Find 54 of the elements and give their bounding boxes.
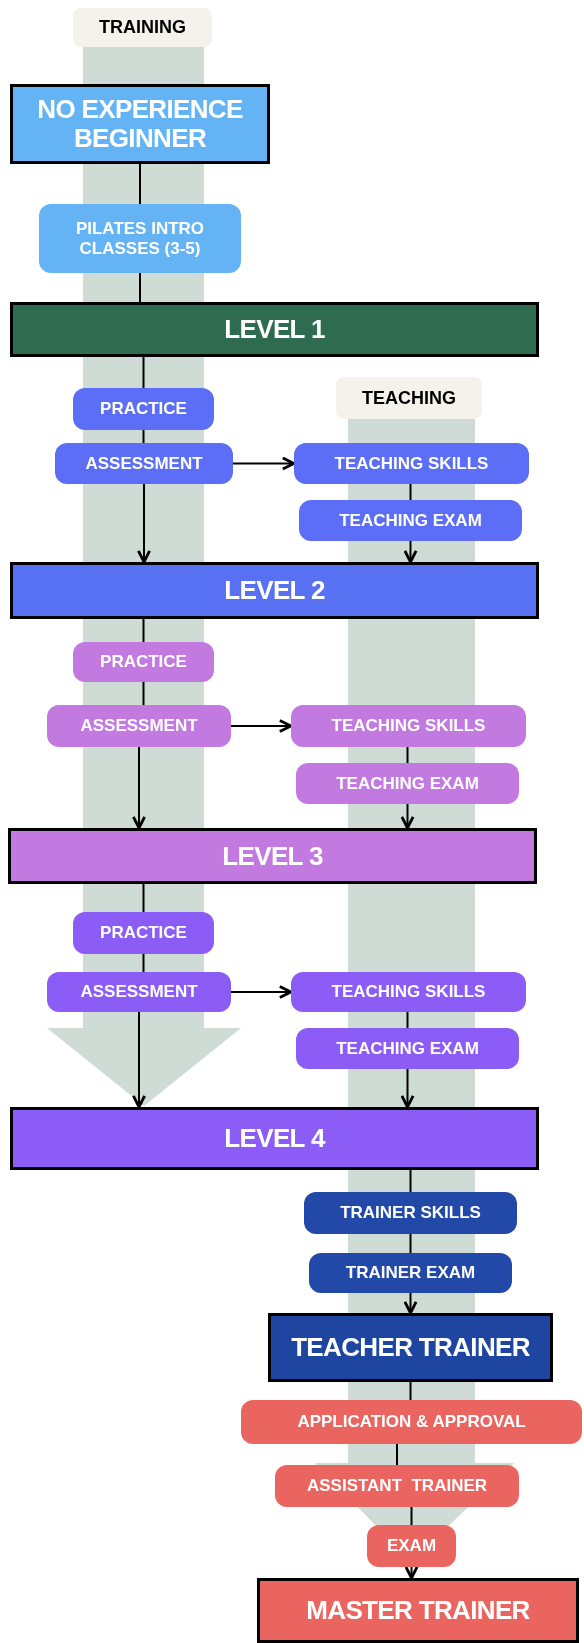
arrow [400, 803, 415, 830]
step-box: ASSESSMENT [47, 705, 231, 747]
arrow [403, 1292, 418, 1315]
connector-line [142, 356, 145, 389]
stage-box: LEVEL 1 [10, 302, 539, 357]
connector-line [406, 1011, 409, 1029]
step-box: ASSESSMENT [47, 972, 231, 1012]
step-box: EXAM [367, 1525, 456, 1567]
stage-box: TEACHER TRAINER [268, 1313, 553, 1382]
step-box: TRAINER EXAM [309, 1253, 512, 1293]
arrow [403, 540, 418, 564]
connector-line [409, 1233, 412, 1254]
step-box: TEACHING SKILLS [291, 972, 526, 1012]
step-box: APPLICATION & APPROVAL [241, 1400, 582, 1444]
stage-box: LEVEL 2 [10, 562, 539, 619]
step-box: PRACTICE [73, 912, 214, 954]
connector-line [142, 429, 145, 444]
connector-line [410, 1506, 413, 1526]
arrow [137, 483, 151, 564]
connector-line [139, 163, 141, 205]
arrow [232, 456, 296, 471]
step-box: PRACTICE [73, 388, 214, 430]
connector-line [139, 272, 141, 303]
step-box: TEACHING EXAM [299, 500, 522, 541]
connector-line [409, 1169, 412, 1193]
step-box: ASSESSMENT [55, 443, 233, 484]
stage-box: MASTER TRAINER [257, 1578, 579, 1643]
column-heading: TRAINING [73, 8, 212, 47]
connector-line [142, 953, 145, 973]
step-box: TRAINER SKILLS [304, 1192, 517, 1234]
arrow [132, 746, 146, 830]
connector-line [396, 1443, 398, 1466]
connector-line [142, 883, 145, 913]
connector-line [406, 746, 409, 764]
arrow [400, 1068, 415, 1109]
stage-box: LEVEL 4 [10, 1107, 539, 1170]
connector-line [409, 1381, 412, 1401]
step-box: PRACTICE [73, 642, 214, 682]
arrow [404, 1565, 419, 1580]
step-box: TEACHING SKILLS [291, 705, 526, 747]
step-box: TEACHING EXAM [296, 1028, 519, 1069]
arrow [132, 1011, 146, 1109]
step-box: TEACHING SKILLS [294, 443, 529, 484]
connector-line [142, 681, 145, 706]
stage-box: NO EXPERIENCE BEGINNER [10, 84, 270, 164]
step-box: ASSISTANT TRAINER [275, 1465, 519, 1507]
column-heading: TEACHING [336, 377, 482, 419]
step-box: PILATES INTRO CLASSES (3-5) [39, 204, 241, 273]
arrow [230, 719, 293, 733]
step-box: TEACHING EXAM [296, 763, 519, 804]
arrow [230, 985, 293, 999]
connector-line [409, 483, 412, 501]
connector-line [142, 618, 145, 643]
stage-box: LEVEL 3 [8, 828, 537, 884]
